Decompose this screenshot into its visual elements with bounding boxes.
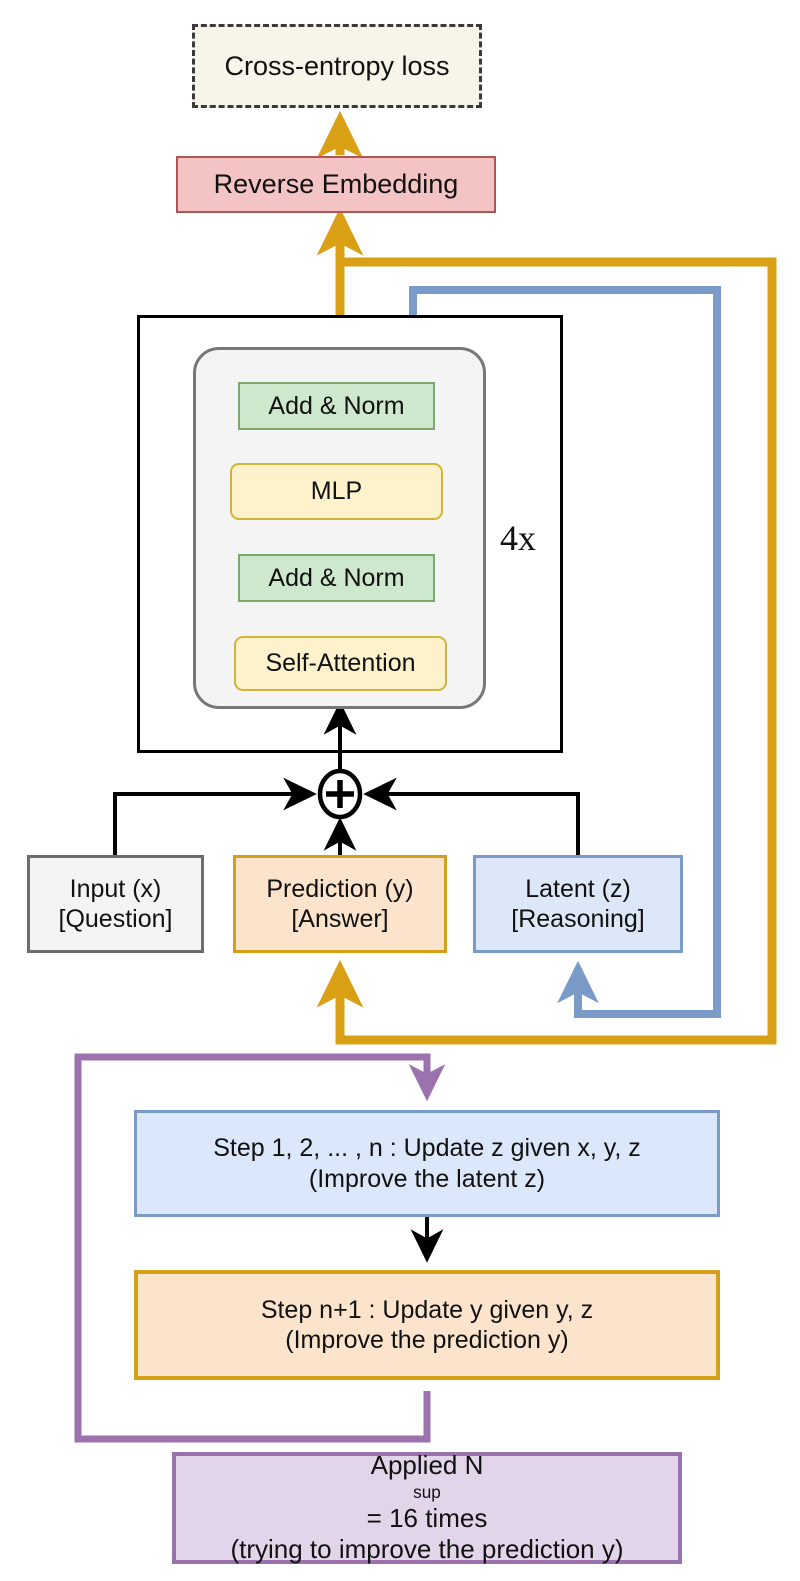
reverse-embedding-box: Reverse Embedding	[176, 156, 496, 213]
cross-entropy-loss-box: Cross-entropy loss	[192, 24, 482, 108]
supervision-subscript: sup	[413, 1481, 441, 1502]
supervision-suffix: = 16 times	[366, 1502, 488, 1533]
prediction-label-line1: Prediction (y)	[266, 874, 414, 903]
arrow-latent-to-sum	[363, 777, 580, 855]
step-update-z-box: Step 1, 2, ... , n : Update z given x, y…	[134, 1110, 720, 1217]
input-box: Input (x) [Question]	[27, 855, 204, 953]
input-label-line2: [Question]	[58, 905, 173, 933]
repeat-count-text: 4x	[500, 518, 536, 559]
cross-entropy-loss-label: Cross-entropy loss	[224, 50, 450, 81]
add-norm-top-box: Add & Norm	[238, 382, 435, 430]
latent-label-line1: Latent (z)	[525, 874, 631, 903]
step-update-y-line2: (Improve the prediction y)	[285, 1326, 569, 1354]
self-attention-label: Self-Attention	[265, 649, 416, 678]
latent-box: Latent (z) [Reasoning]	[473, 855, 683, 953]
prediction-box: Prediction (y) [Answer]	[233, 855, 447, 953]
step-update-z-line2: (Improve the latent z)	[308, 1164, 546, 1193]
step-update-y-box: Step n+1 : Update y given y, z (Improve …	[134, 1270, 720, 1380]
repeat-count-label: 4x	[488, 517, 548, 561]
add-norm-bottom-label: Add & Norm	[268, 563, 405, 592]
input-label-line1: Input (x)	[69, 874, 162, 903]
arrow-input-to-sum	[113, 777, 317, 855]
step-update-y-line1: Step n+1 : Update y given y, z	[260, 1295, 594, 1324]
latent-label-line2: [Reasoning]	[511, 905, 645, 933]
step-update-z-line1: Step 1, 2, ... , n : Update z given x, y…	[213, 1134, 641, 1162]
supervision-line2: (trying to improve the prediction y)	[230, 1534, 624, 1565]
add-norm-bottom-box: Add & Norm	[238, 554, 435, 602]
sum-node	[317, 768, 363, 820]
reverse-embedding-label: Reverse Embedding	[213, 169, 459, 200]
transformer-block-outline	[137, 315, 563, 753]
supervision-prefix: Applied N	[370, 1449, 484, 1480]
mlp-box: MLP	[230, 463, 443, 520]
mlp-label: MLP	[310, 477, 363, 506]
self-attention-box: Self-Attention	[234, 636, 447, 691]
prediction-label-line2: [Answer]	[291, 905, 389, 933]
add-norm-top-label: Add & Norm	[268, 391, 405, 420]
